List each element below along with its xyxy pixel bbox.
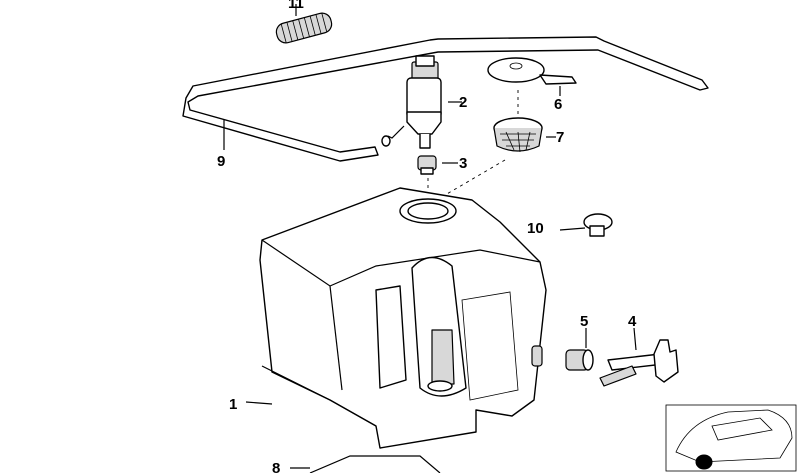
callout-9: 9	[217, 153, 225, 170]
part-2-washer-pump	[381, 55, 462, 149]
guide-line-strainer	[439, 159, 506, 199]
callout-1: 1	[229, 396, 237, 413]
callout-6: 6	[554, 96, 562, 113]
callout-3: 3	[459, 155, 467, 172]
part-6-cap-cover	[487, 57, 577, 96]
callout-8: 8	[272, 460, 280, 473]
vehicle-locator-thumbnail	[665, 404, 797, 472]
part-4-level-sensor	[599, 327, 679, 387]
part-7-filler-strainer	[493, 117, 556, 153]
guide-line-plug	[559, 227, 586, 231]
part-8-bracket	[290, 455, 441, 473]
location-marker-icon	[695, 454, 713, 470]
callout-2: 2	[459, 94, 467, 111]
callout-5: 5	[580, 313, 588, 330]
part-10-plug	[583, 213, 613, 237]
part-11-corrugated-hose	[275, 4, 333, 44]
part-3-grommet	[417, 155, 458, 175]
part-5-sealing-grommet	[565, 328, 594, 371]
part-9-hose-line	[182, 36, 709, 162]
part-1-washer-reservoir	[245, 187, 547, 449]
callout-10: 10	[527, 220, 544, 237]
callout-7: 7	[556, 129, 564, 146]
callout-4: 4	[628, 313, 637, 330]
callout-11: 11	[288, 0, 304, 12]
